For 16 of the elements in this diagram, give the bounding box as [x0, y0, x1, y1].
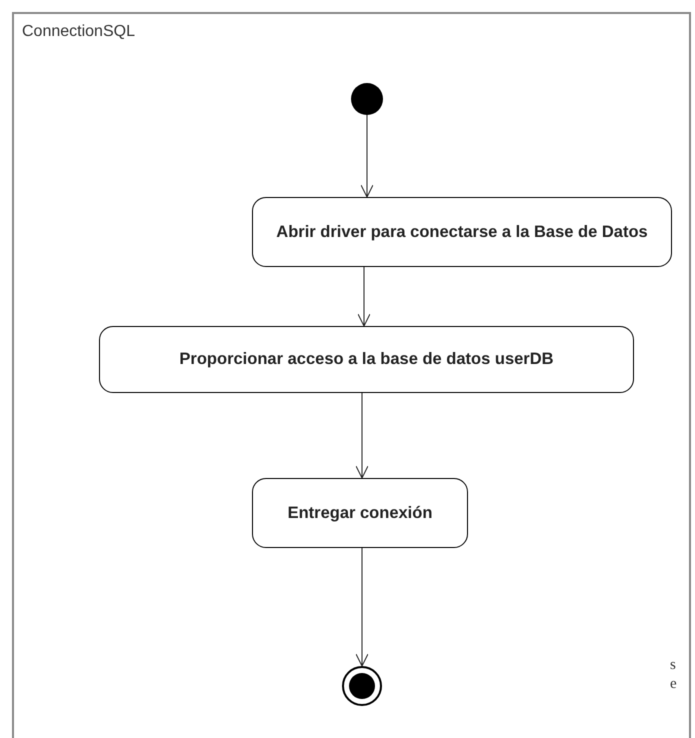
final-node — [342, 666, 382, 706]
activity-label: Abrir driver para conectarse a la Base de Datos — [276, 222, 648, 242]
arrow — [356, 392, 368, 478]
activity-box — [99, 326, 634, 393]
text-fragment: s — [670, 658, 676, 673]
activity-box — [252, 478, 468, 548]
activity-box — [252, 197, 672, 267]
arrow — [358, 266, 370, 326]
arrow — [360, 114, 374, 198]
text-fragment: e — [670, 677, 677, 692]
initial-node — [351, 83, 383, 115]
frame — [12, 12, 691, 738]
frame-title: ConnectionSQL — [22, 22, 135, 42]
arrow — [356, 548, 368, 666]
activity-label: Entregar conexión — [288, 502, 432, 524]
activity-label: Proporcionar acceso a la base de datos userDB — [179, 349, 554, 370]
